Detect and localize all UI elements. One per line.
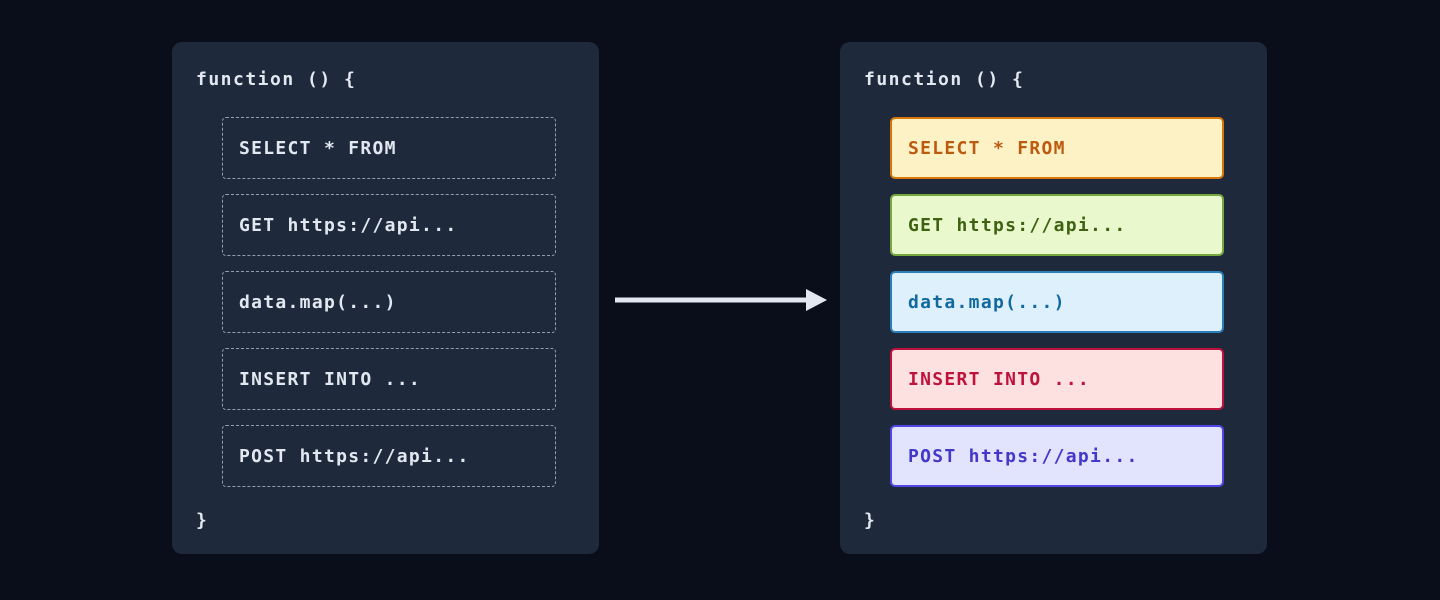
code-box-label: SELECT * FROM	[908, 137, 1066, 159]
left-code-box-insert-into: INSERT INTO ...	[222, 348, 556, 410]
code-box-label: POST https://api...	[908, 445, 1139, 467]
left-code-block-stack: SELECT * FROM GET https://api... data.ma…	[222, 117, 556, 487]
right-code-block-stack: SELECT * FROM GET https://api... data.ma…	[890, 117, 1224, 487]
right-code-box-post-api: POST https://api...	[890, 425, 1224, 487]
right-code-box-get-api: GET https://api...	[890, 194, 1224, 256]
left-code-box-data-map: data.map(...)	[222, 271, 556, 333]
left-code-box-post-api: POST https://api...	[222, 425, 556, 487]
code-box-label: POST https://api...	[239, 445, 470, 467]
function-close-line: }	[196, 510, 209, 531]
code-box-label: data.map(...)	[239, 291, 397, 313]
left-code-box-get-api: GET https://api...	[222, 194, 556, 256]
right-code-box-insert-into: INSERT INTO ...	[890, 348, 1224, 410]
function-open-line: function () {	[196, 69, 357, 90]
code-box-label: data.map(...)	[908, 291, 1066, 313]
panel-uncategorized-code: function () { SELECT * FROM GET https://…	[172, 42, 599, 554]
code-box-label: INSERT INTO ...	[908, 368, 1091, 390]
right-code-box-data-map: data.map(...)	[890, 271, 1224, 333]
code-box-label: GET https://api...	[908, 214, 1127, 236]
code-box-label: GET https://api...	[239, 214, 458, 236]
function-open-line: function () {	[864, 69, 1025, 90]
code-box-label: INSERT INTO ...	[239, 368, 422, 390]
panel-categorized-code: function () { SELECT * FROM GET https://…	[840, 42, 1267, 554]
arrow-right-icon	[615, 289, 827, 311]
right-code-box-select-from: SELECT * FROM	[890, 117, 1224, 179]
left-code-box-select-from: SELECT * FROM	[222, 117, 556, 179]
function-close-line: }	[864, 510, 877, 531]
code-box-label: SELECT * FROM	[239, 137, 397, 159]
